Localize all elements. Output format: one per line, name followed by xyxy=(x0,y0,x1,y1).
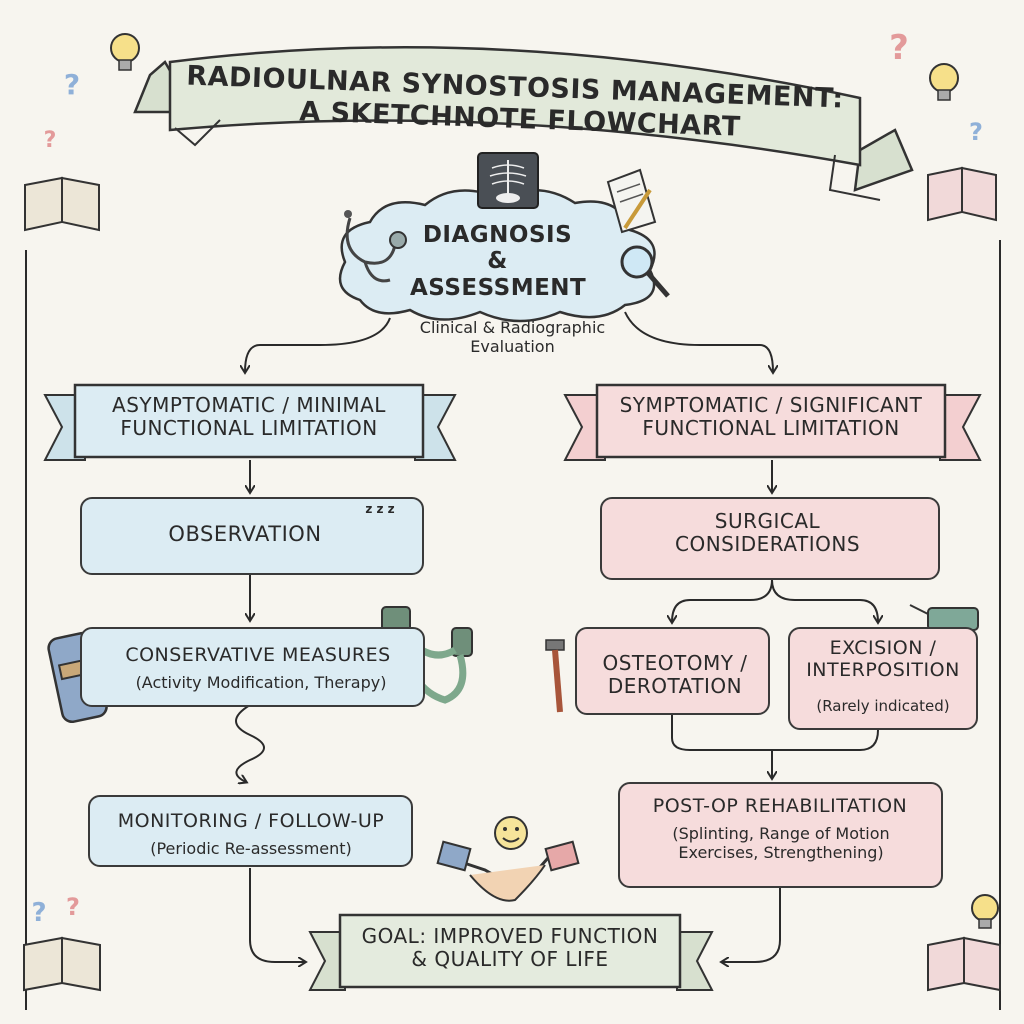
osteotomy-box xyxy=(575,627,770,715)
osteotomy-label: Osteotomy / Derotation xyxy=(602,651,748,698)
question-icon-5: ? xyxy=(31,898,47,928)
stethoscope-icon xyxy=(344,210,407,283)
conservative-box xyxy=(80,627,425,707)
excision-detail: (Rarely indicated) xyxy=(816,697,950,715)
conservative-title: Conservative Measures xyxy=(125,644,391,666)
diagnosis-label: Diagnosis & Assessment xyxy=(410,222,587,301)
evaluation-label: Clinical & Radiographic Evaluation xyxy=(419,318,606,357)
surgical-box xyxy=(600,497,940,580)
connector-diagnosis-right xyxy=(624,311,773,372)
goal-banner-shape xyxy=(308,913,714,991)
monitoring-title: Monitoring / Follow-Up xyxy=(117,810,385,832)
arrow-merge-to-postop xyxy=(671,715,879,778)
arrow-postop-to-goal xyxy=(722,888,781,962)
left-banner-shape xyxy=(43,383,457,461)
squiggle-connector xyxy=(235,704,265,782)
excision-title: Excision / Interposition xyxy=(806,637,960,681)
monitoring-box xyxy=(88,795,413,867)
question-icon-1: ? xyxy=(63,68,81,101)
title-banner xyxy=(133,46,914,201)
book-icon-left xyxy=(24,176,100,232)
monitoring-detail: (Periodic Re-assessment) xyxy=(150,839,352,858)
document-icon xyxy=(606,168,657,234)
lightbulb-icon-top-left xyxy=(110,33,140,71)
goal-label: Goal: Improved Function & Quality of Lif… xyxy=(361,924,659,971)
postop-detail: (Splinting, Range of Motion Exercises, S… xyxy=(672,824,890,863)
sleep-zzz-icon: z z z xyxy=(365,502,395,516)
smiley-icon xyxy=(494,816,528,850)
postop-title: Post-Op Rehabilitation xyxy=(652,795,908,817)
left-banner-label: Asymptomatic / Minimal Functional Limita… xyxy=(112,393,386,440)
excision-box xyxy=(788,627,978,730)
arrow-monitoring-to-goal xyxy=(249,868,305,962)
magnifier-icon xyxy=(620,245,670,298)
right-banner-label: Symptomatic / Significant Functional Lim… xyxy=(619,393,923,440)
book-icon-bottom-left xyxy=(23,936,101,992)
lightbulb-icon-top-right xyxy=(929,63,959,101)
surgical-label: Surgical Considerations xyxy=(674,509,861,556)
xray-icon xyxy=(477,152,539,209)
postop-box xyxy=(618,782,943,888)
lightbulb-icon-bottom-right xyxy=(971,894,999,929)
question-icon-6: ? xyxy=(66,893,80,921)
book-icon-right xyxy=(927,166,997,222)
connector-diagnosis-left xyxy=(245,317,391,372)
question-icon-4: ? xyxy=(969,118,983,146)
observation-label: Observation xyxy=(168,522,322,546)
observation-box xyxy=(80,497,424,575)
right-banner-shape xyxy=(563,383,982,461)
arrow-surgical-split xyxy=(672,579,773,622)
question-icon-3: ? xyxy=(889,28,909,68)
conservative-detail: (Activity Modification, Therapy) xyxy=(135,673,387,692)
book-icon-bottom-right xyxy=(927,936,1001,992)
question-icon-2: ? xyxy=(43,128,57,153)
handshake-icon xyxy=(436,840,580,902)
arrow-surgical-split-right xyxy=(771,579,878,622)
